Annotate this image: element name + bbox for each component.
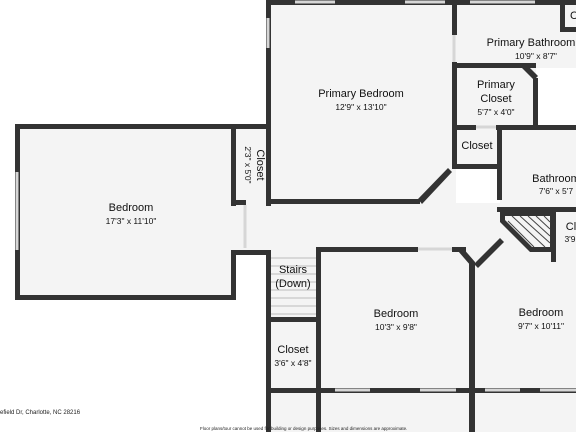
closet-right-dims: 3'9 <box>564 234 575 244</box>
stairs-name-1: Stairs <box>279 264 308 276</box>
primary-bedroom-dims: 12'9" x 13'10" <box>335 102 386 112</box>
hatched-fixture <box>505 215 551 248</box>
room-labels: Primary Bathroom 10'9" x 8'7" Primary Be… <box>106 10 576 368</box>
primary-bedroom-name: Primary Bedroom <box>318 88 404 100</box>
address-text: efield Dr, Charlotte, NC 28216 <box>0 410 81 416</box>
closet-right-name: Cl <box>566 221 576 233</box>
primary-bathroom-name: Primary Bathroom <box>487 37 576 49</box>
stair-treads <box>271 257 317 315</box>
closet-bottom-name: Closet <box>277 344 308 356</box>
bathroom-dims: 7'6" x 5'7 <box>539 186 573 196</box>
stairs-name-2: (Down) <box>275 278 310 290</box>
bathroom-name: Bathroom <box>532 173 576 185</box>
bedroom-right-name: Bedroom <box>519 307 564 319</box>
primary-closet-name-2: Closet <box>480 93 511 105</box>
bedroom-right-dims: 9'7" x 10'11" <box>518 321 564 331</box>
bedroom-left-name: Bedroom <box>109 202 154 214</box>
bedroom-middle-dims: 10'3" x 9'8" <box>375 322 417 332</box>
primary-bathroom-dims: 10'9" x 8'7" <box>515 51 557 61</box>
closet-small-name: Closet <box>461 140 492 152</box>
bedroom-middle-name: Bedroom <box>374 308 419 320</box>
closet-top-right-name: C <box>570 10 576 22</box>
disclaimer-text: Floor plans/tour cannot be used for buil… <box>200 426 408 431</box>
closet-vertical-name: Closet <box>254 149 266 180</box>
closet-bottom-dims: 3'6" x 4'8" <box>274 358 311 368</box>
floor-fills <box>18 5 576 432</box>
closet-vertical-dims: 2'3" x 5'0" <box>243 146 253 183</box>
bedroom-left-dims: 17'3" x 11'10" <box>106 216 157 226</box>
windows <box>15 0 576 392</box>
primary-closet-dims: 5'7" x 4'0" <box>477 107 514 117</box>
primary-closet-name-1: Primary <box>477 79 515 91</box>
